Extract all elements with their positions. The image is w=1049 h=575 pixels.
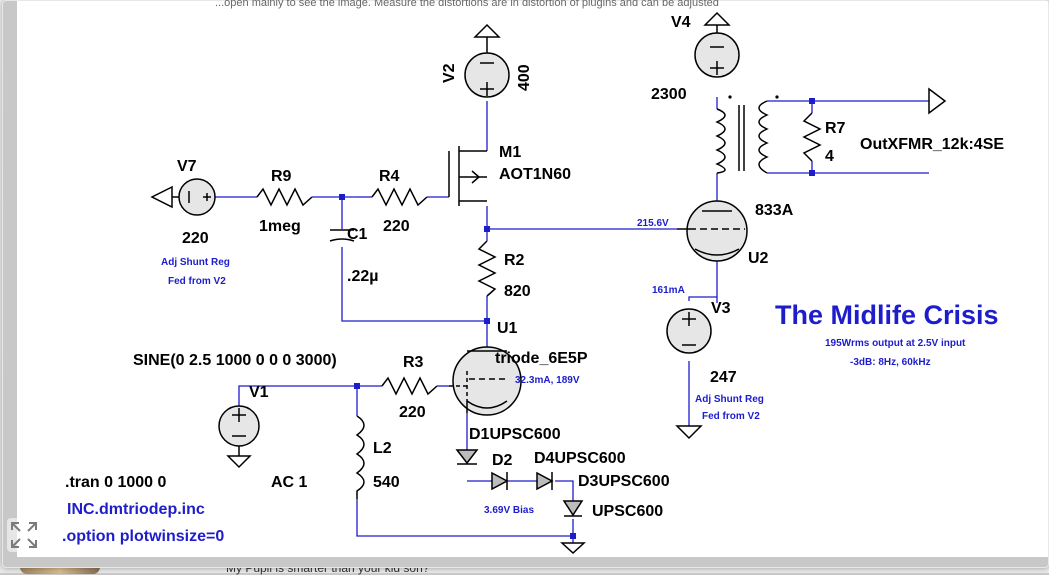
directive-option: .option plotwinsize=0 — [62, 528, 224, 545]
directive-include: INC.dmtriodep.inc — [67, 501, 205, 518]
resistor-R2[interactable] — [477, 240, 497, 297]
M1-label: M1 — [499, 144, 521, 161]
grid-voltage: 215.6V — [637, 218, 669, 229]
V7-note2: Fed from V2 — [168, 276, 226, 287]
D3-label: D3UPSC600 — [578, 473, 670, 490]
output-port-arrow — [928, 87, 947, 115]
V3-label: V3 — [711, 300, 731, 317]
header-caption: ...open mainly to see the image. Measure… — [215, 0, 719, 9]
schematic-canvas: ...open mainly to see the image. Measure… — [17, 0, 1048, 557]
D2-label: D2 — [492, 452, 513, 469]
source-V3[interactable] — [666, 308, 712, 440]
U1-model: triode_6E5P — [495, 350, 588, 367]
junctions — [339, 98, 815, 539]
transformer-XFMR[interactable] — [715, 95, 779, 174]
diode-D3[interactable] — [562, 500, 584, 517]
D1-label: D1UPSC600 — [469, 426, 561, 443]
M1-model: AOT1N60 — [499, 166, 571, 183]
U2-model: 833A — [755, 202, 794, 219]
R4-value: 220 — [383, 218, 410, 235]
U1-op-point: 32.3mA, 189V — [515, 375, 580, 386]
V1-source: SINE(0 2.5 1000 0 0 0 3000) — [133, 352, 337, 369]
U1-label: U1 — [497, 320, 518, 337]
R4-label: R4 — [379, 168, 400, 185]
V3-note1: Adj Shunt Reg — [695, 394, 764, 405]
schematic-subtitle-1: 195Wrms output at 2.5V input — [825, 338, 966, 349]
schematic-drawing: V7 220 Adj Shunt Reg Fed from V2 R9 1meg… — [62, 11, 1004, 555]
triode-U1[interactable] — [449, 346, 522, 416]
diode-D2[interactable] — [491, 471, 509, 491]
resistor-R7[interactable] — [802, 112, 822, 162]
V3-value: 247 — [710, 369, 737, 386]
L2-label: L2 — [373, 440, 392, 457]
V1-value: AC 1 — [271, 474, 308, 491]
V7-label: V7 — [177, 158, 197, 175]
diode-D4[interactable] — [536, 471, 554, 491]
wires — [212, 97, 929, 543]
L2-value: 540 — [373, 474, 400, 491]
xfmr-label: OutXFMR_12k:4SE — [860, 136, 1004, 153]
plate-current: 161mA — [652, 285, 685, 296]
R9-value: 1meg — [259, 218, 301, 235]
U2-label: U2 — [748, 250, 769, 267]
V3-note2: Fed from V2 — [702, 411, 760, 422]
V2-label: V2 — [441, 63, 458, 83]
diode-D1[interactable] — [455, 449, 479, 465]
D4-label: D4UPSC600 — [534, 450, 626, 467]
source-V1[interactable] — [218, 405, 260, 469]
D3-model-2: UPSC600 — [592, 503, 663, 520]
schematic-subtitle-2: -3dB: 8Hz, 60kHz — [850, 357, 931, 368]
inductor-L2[interactable] — [355, 415, 365, 499]
R3-value: 220 — [399, 404, 426, 421]
capacitor-C1[interactable] — [329, 229, 355, 242]
V1-label: V1 — [249, 384, 269, 401]
V4-value: 2300 — [651, 86, 687, 103]
expand-icon[interactable] — [6, 517, 42, 553]
mosfet-M1[interactable] — [448, 146, 487, 206]
schematic-title: The Midlife Crisis — [775, 300, 999, 330]
R9-label: R9 — [271, 168, 292, 185]
resistor-R3[interactable] — [381, 376, 438, 396]
C1-label: C1 — [347, 226, 368, 243]
V2-value: 400 — [516, 64, 533, 91]
R7-value: 4 — [825, 148, 834, 165]
V4-label: V4 — [671, 14, 691, 31]
source-V2[interactable] — [464, 23, 510, 98]
V7-value: 220 — [182, 230, 209, 247]
V7-note1: Adj Shunt Reg — [161, 257, 230, 268]
ground-symbol — [560, 542, 586, 555]
R7-label: R7 — [825, 120, 846, 137]
C1-value: .22µ — [347, 268, 378, 285]
R2-value: 820 — [504, 283, 531, 300]
directive-tran: .tran 0 1000 0 — [65, 474, 167, 491]
D2-note: 3.69V Bias — [484, 505, 534, 516]
triode-U2[interactable] — [677, 200, 748, 262]
R2-label: R2 — [504, 252, 525, 269]
source-V7[interactable] — [150, 178, 216, 216]
R3-label: R3 — [403, 354, 424, 371]
source-V4[interactable] — [694, 11, 740, 78]
resistor-R9[interactable] — [256, 187, 313, 207]
resistor-R4[interactable] — [371, 187, 428, 207]
